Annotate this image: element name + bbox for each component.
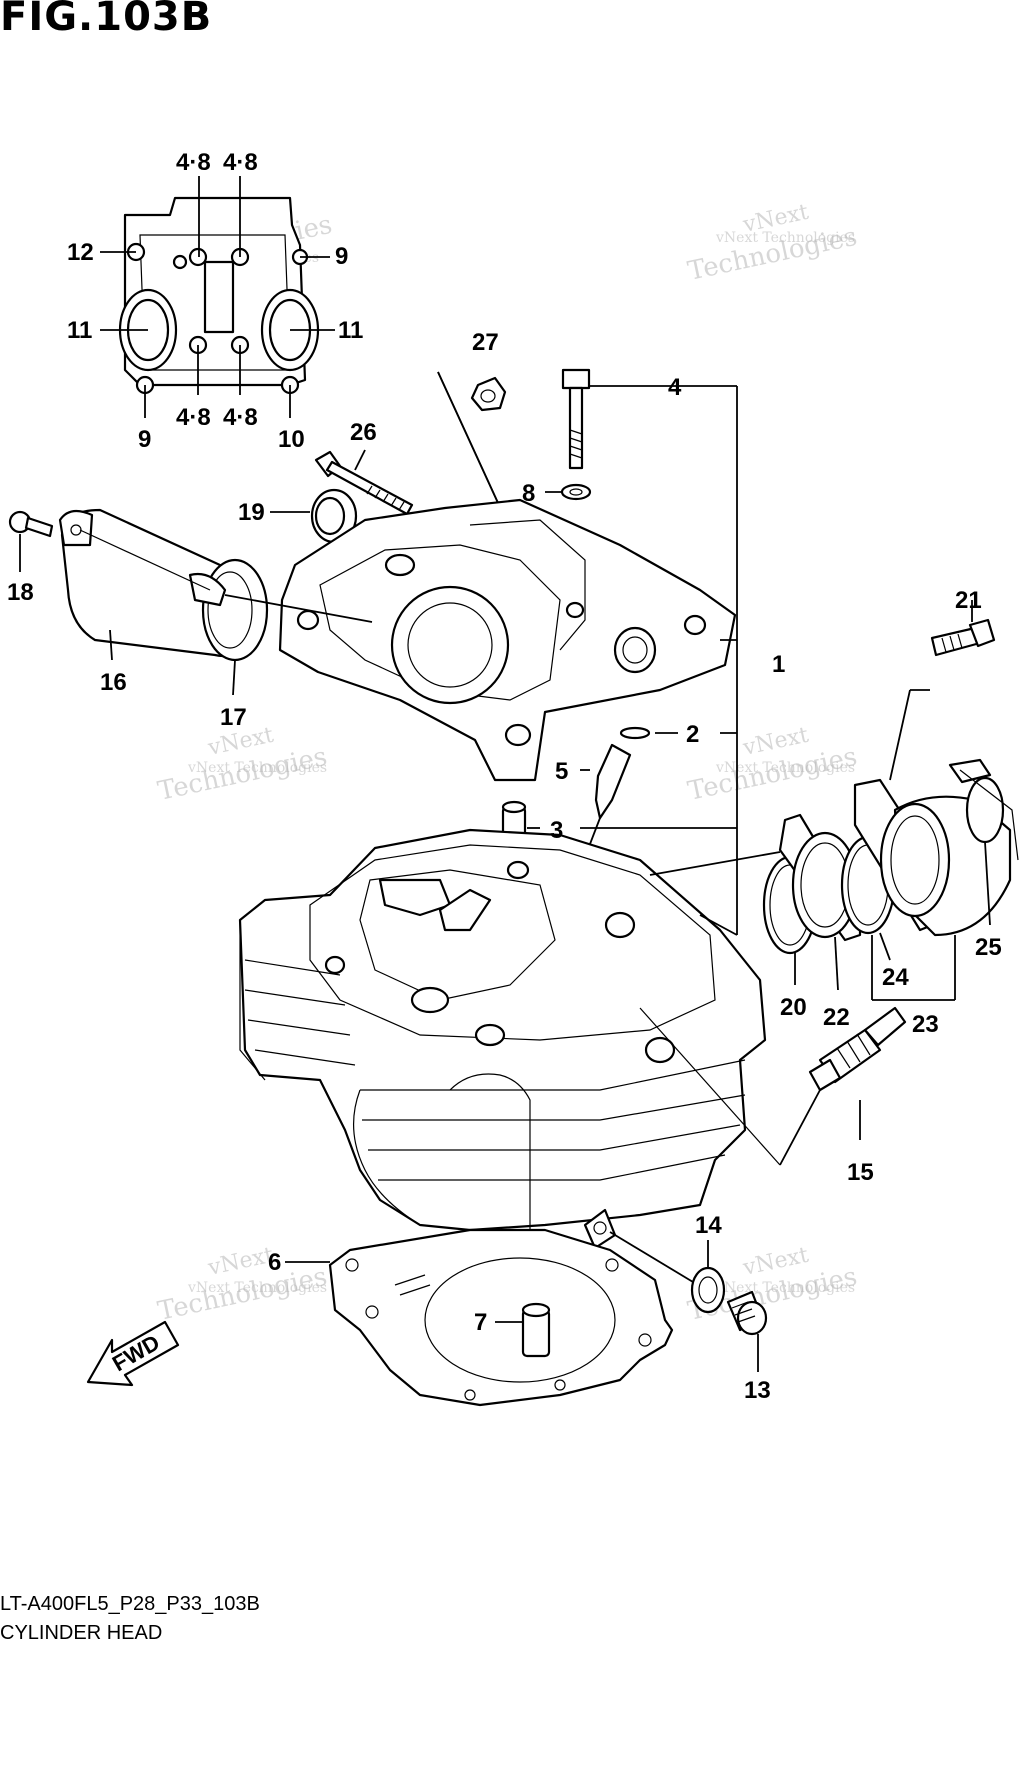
gasket-14 xyxy=(609,1231,726,1314)
callout-26: 26 xyxy=(350,419,377,446)
dowel-pin-3 xyxy=(501,800,737,860)
watermark-mid-left: vNext Technologies vNext Technologies xyxy=(155,723,330,807)
callout-13: 13 xyxy=(744,1377,771,1404)
svg-text:vNext Technologies: vNext Technologies xyxy=(187,760,327,776)
callout-10: 10 xyxy=(278,426,305,453)
callout-5: 5 xyxy=(555,758,568,785)
callout-14: 14 xyxy=(695,1212,722,1239)
callout-24: 24 xyxy=(882,964,909,991)
callout-labels: 4·8 4·8 12 9 11 11 4·8 4·8 9 10 27 4 8 2… xyxy=(7,149,1002,1404)
plug-13 xyxy=(726,1290,768,1372)
watermark-bottom-left: vNext Technologies vNext Technologies xyxy=(155,1243,330,1327)
callout-23: 23 xyxy=(912,1011,939,1038)
callout-18: 18 xyxy=(7,579,34,606)
callout-1: 1 xyxy=(772,651,785,678)
callout-21: 21 xyxy=(955,587,982,614)
watermark-top-right: vNext Technologies vNext Technologies xyxy=(685,200,860,287)
dowel-pin-7 xyxy=(495,1302,551,1358)
intake-gasket-and-pipe xyxy=(762,758,1019,1001)
callout-9-bottom: 9 xyxy=(138,426,151,453)
bolt-21 xyxy=(889,600,996,781)
callout-4-8-top-left: 4·8 xyxy=(176,149,211,176)
callout-17: 17 xyxy=(220,704,247,731)
callout-3: 3 xyxy=(550,817,563,844)
callout-4-8-bottom-right: 4·8 xyxy=(223,404,258,431)
cylinder-head-cover xyxy=(224,498,737,782)
callout-4-8-top-right: 4·8 xyxy=(223,149,258,176)
seal-19 xyxy=(270,488,358,544)
forward-direction-arrow: FWD xyxy=(86,1320,180,1387)
callout-11-right: 11 xyxy=(338,317,363,344)
callout-16: 16 xyxy=(100,669,127,696)
callout-22: 22 xyxy=(823,1004,850,1031)
callout-19: 19 xyxy=(238,499,265,526)
bolt-26 xyxy=(314,449,414,516)
callout-12: 12 xyxy=(67,239,94,266)
callout-20: 20 xyxy=(780,994,807,1021)
callout-8: 8 xyxy=(522,480,535,507)
callout-7: 7 xyxy=(474,1309,487,1336)
svg-text:vNext Technologies: vNext Technologies xyxy=(715,1280,855,1296)
bolt-18 xyxy=(8,510,54,572)
cylinder-head-gasket-6 xyxy=(285,1228,674,1407)
callout-2: 2 xyxy=(686,721,699,748)
callout-4: 4 xyxy=(668,374,682,401)
o-ring-2 xyxy=(619,726,737,740)
head-bolt-4 xyxy=(545,368,738,935)
part-code: LT-A400FL5_P28_P33_103B xyxy=(0,1593,260,1615)
svg-text:vNext Technologies: vNext Technologies xyxy=(187,1280,327,1296)
spark-plug-15 xyxy=(779,1006,907,1166)
callout-27: 27 xyxy=(472,329,499,356)
svg-text:vNext Technologies: vNext Technologies xyxy=(715,230,855,246)
watermark-mid-right: vNext Technologies vNext Technologies xyxy=(685,723,860,807)
callout-25: 25 xyxy=(975,934,1002,961)
svg-text:vNext Technologies: vNext Technologies xyxy=(715,760,855,776)
part-name: CYLINDER HEAD xyxy=(0,1622,163,1644)
callout-9-top: 9 xyxy=(335,243,348,270)
callout-11-left: 11 xyxy=(67,317,92,344)
callout-6: 6 xyxy=(268,1249,281,1276)
ignition-coil-16 xyxy=(58,508,269,696)
cylinder-head xyxy=(238,828,781,1250)
callout-4-8-bottom-left: 4·8 xyxy=(176,404,211,431)
callout-15: 15 xyxy=(847,1159,874,1186)
figure-title: FIG.103B xyxy=(0,0,213,40)
head-cover-top-view xyxy=(100,176,335,418)
